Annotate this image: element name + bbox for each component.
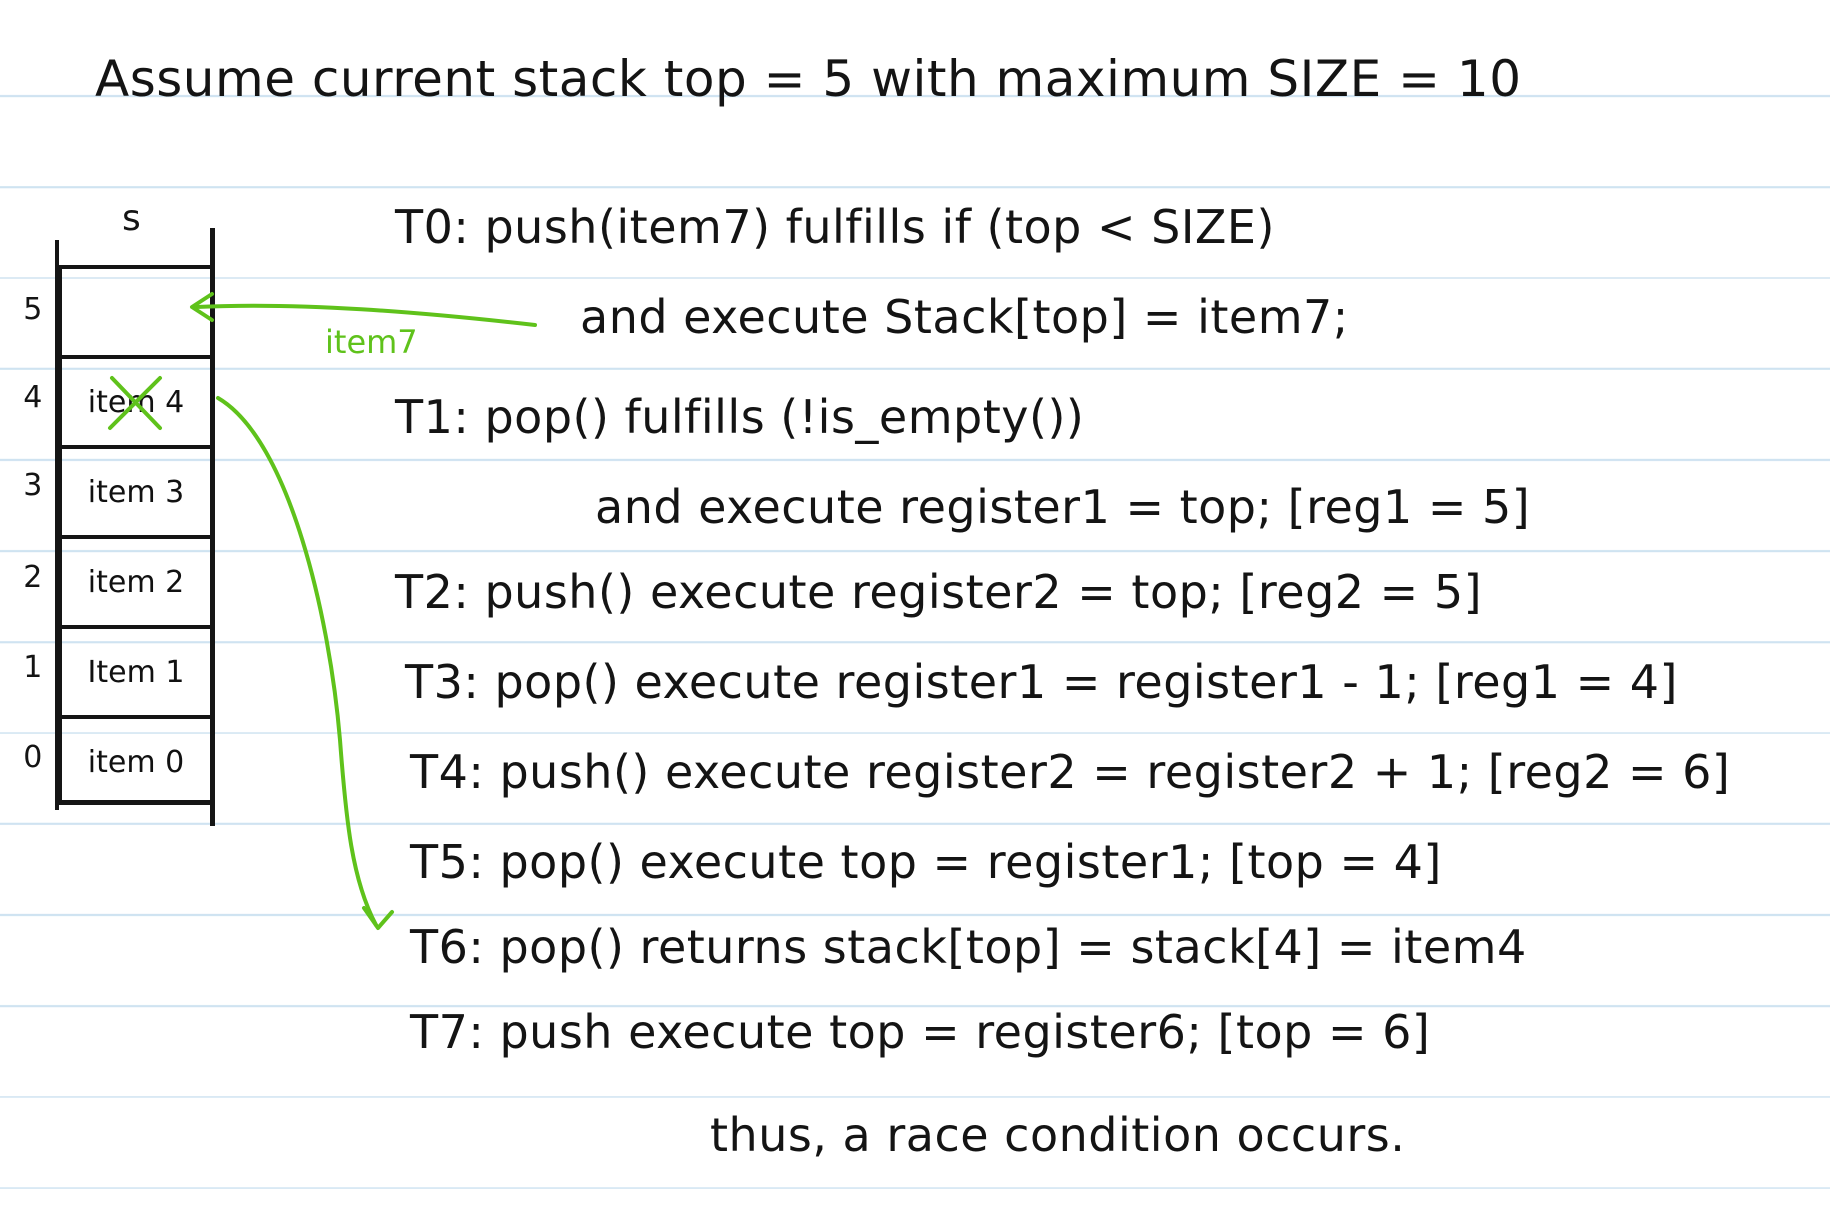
stack-slot-5	[58, 265, 214, 355]
pop-arrow	[216, 396, 378, 927]
step-t0-execute: and execute Stack[top] = item7;	[580, 290, 1349, 344]
stack-index-0: 0	[23, 740, 43, 775]
stack-slot-0: item 0	[58, 715, 214, 805]
page-title: Assume current stack top = 5 with maximu…	[95, 50, 1522, 108]
stack-slot-2: item 2	[58, 535, 214, 625]
stack-slot-3: item 3	[58, 445, 214, 535]
step-t3: T3: pop() execute register1 = register1 …	[405, 655, 1679, 709]
step-t0: T0: push(item7) fulfills if (top < SIZE)	[395, 200, 1275, 254]
stack-slot-1: Item 1	[58, 625, 214, 715]
step-t7: T7: push execute top = register6; [top =…	[410, 1005, 1431, 1059]
step-t6: T6: pop() returns stack[top] = stack[4] …	[410, 920, 1527, 974]
conclusion-text: thus, a race condition occurs.	[710, 1108, 1406, 1162]
stack-name-label: s	[122, 198, 142, 239]
arrow-label-item7: item7	[325, 323, 418, 361]
stack-index-2: 2	[23, 560, 43, 595]
push-arrow-head	[190, 292, 214, 322]
cross-mark	[108, 376, 162, 430]
step-t2: T2: push() execute register2 = top; [reg…	[395, 565, 1483, 619]
push-arrow	[194, 303, 537, 327]
stack-index-5: 5	[23, 292, 43, 327]
stack-bottom-line	[58, 800, 214, 805]
stack-index-3: 3	[23, 468, 43, 503]
step-t5: T5: pop() execute top = register1; [top …	[410, 835, 1442, 889]
step-t1: T1: pop() fulfills (!is_empty())	[395, 390, 1085, 444]
stack-index-4: 4	[23, 380, 43, 415]
stack-left-wall	[55, 240, 59, 810]
stack-index-1: 1	[23, 650, 43, 685]
step-t1-execute: and execute register1 = top; [reg1 = 5]	[595, 480, 1531, 534]
step-t4: T4: push() execute register2 = register2…	[410, 745, 1731, 799]
pop-arrow-head	[362, 906, 394, 930]
